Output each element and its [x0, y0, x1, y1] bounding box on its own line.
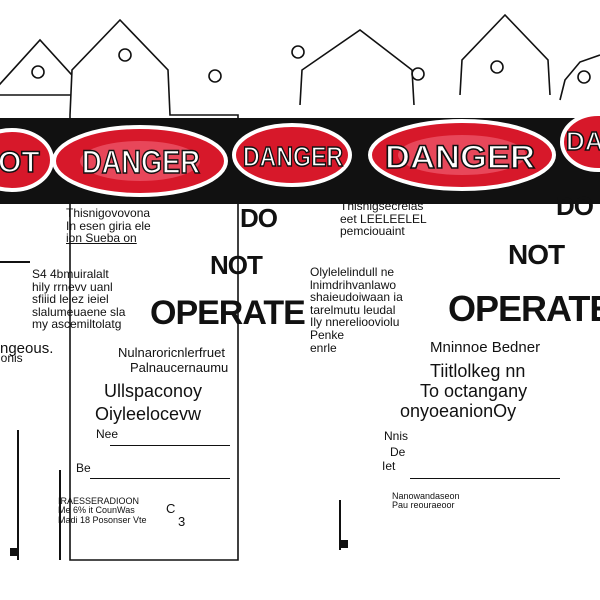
- tag1-sub1: Nulnaroricnlerfruet: [118, 345, 225, 360]
- danger-oval-left: [0, 128, 54, 192]
- text-line: tarelmutu leudal: [310, 302, 396, 317]
- tag-outline-3: [459, 13, 551, 96]
- text-line: my ascemiltolatg: [32, 317, 122, 332]
- danger-oval-right: [560, 112, 600, 172]
- tag2-sub1: Mninnoe Bedner: [430, 339, 541, 356]
- copyright-icon: C: [166, 501, 176, 516]
- tag-header-right: DAT: [566, 126, 600, 156]
- tag-outline-right: [559, 54, 600, 101]
- text-line: enrle: [310, 340, 337, 355]
- tag2-headline-operate: OPERATE: [448, 288, 600, 329]
- text-line: Nanowandaseon: [392, 491, 460, 501]
- tag1-footer: IRAESSERADIOON Me 6% it CounWas Madi 18 …: [58, 496, 147, 525]
- tag2-headline-do: DO: [556, 191, 594, 221]
- hang-hole-icon: [208, 69, 222, 83]
- tag1-field1-line: [110, 445, 230, 446]
- tag-header-3: DANGER: [385, 139, 535, 175]
- text-line: Penke: [310, 327, 345, 342]
- tag1-field2-label: Be: [76, 461, 91, 475]
- text-line: Olylelelindull ne: [310, 265, 395, 279]
- tag2-field1-label: Nnis: [384, 429, 409, 443]
- danger-oval-2: [232, 123, 352, 187]
- tag1-sub4: Oiyleelocevw: [95, 404, 202, 424]
- text-line: pemciouaint: [340, 224, 405, 239]
- text-line: S4 4bmuiralalt: [32, 267, 109, 281]
- tag2-field-line: [410, 478, 560, 479]
- tag1-headline-not: NOT: [210, 250, 263, 280]
- text-line: Madi 18 Posonser Vte: [58, 514, 147, 525]
- tag-header-1: DANGER: [82, 144, 200, 180]
- hang-hole-icon: [291, 45, 305, 59]
- danger-oval-highlight: [398, 135, 526, 175]
- tag2-sub4: onyoeanionOy: [400, 401, 517, 421]
- text-line: slalumeuaene sla: [32, 304, 126, 319]
- tag2-sub2: Tiitlolkeg nn: [430, 361, 526, 381]
- text-line: In esen giria ele: [66, 218, 151, 233]
- text-line: Thisnigovovona: [66, 206, 151, 220]
- tag1-headline-operate: OPERATE: [150, 294, 306, 332]
- tag-outline-left: [0, 38, 92, 96]
- text-line: Thisnigsecrelas: [340, 199, 424, 213]
- tag-left-line: ngeous.: [0, 340, 54, 357]
- hang-hole-icon: [577, 70, 591, 84]
- tag1-paragraph1: Thisnigovovona In esen giria ele ion Sue…: [66, 207, 151, 245]
- text-line: IRAESSERADIOON: [58, 496, 140, 506]
- tag1-headline-do: DO: [240, 203, 278, 233]
- text-line: lnimdrihvanlawo: [310, 277, 397, 292]
- tag2-field2-label: De: [390, 445, 406, 459]
- tag1-field2-line: [90, 478, 230, 479]
- hang-hole-icon: [118, 48, 132, 62]
- text-line: Ily nnereliooviolu: [310, 315, 400, 330]
- tag1-sub3: Ullspaconoy: [104, 381, 203, 401]
- tag-header-2: DANGER: [243, 141, 343, 172]
- tag-corner-mark: [340, 540, 348, 548]
- hang-hole-icon: [31, 65, 45, 79]
- hang-hole-icon: [411, 67, 425, 81]
- tag1-paragraph2: S4 4bmuiralalt hily rrnevv uanl sfiiid l…: [32, 268, 125, 331]
- tag2-footer: Nanowandaseon Pau reouraeoor: [392, 491, 460, 511]
- text-line: shaieudoiwaan ia: [310, 290, 403, 305]
- text-line: ion Sueba on: [66, 231, 137, 246]
- tag2-paragraph1: Thisnigsecrelas eet LEELEELEL pemciouain…: [340, 200, 427, 238]
- tag-header-left: OT: [0, 146, 40, 179]
- tag-corner-mark: [10, 548, 18, 556]
- text-line: Pau reouraeoor: [392, 500, 455, 511]
- tag2-field3-label: Iet: [382, 459, 396, 473]
- text-line: sfiiid leiez ieiel: [32, 292, 109, 307]
- tag1-field1-label: Nee: [96, 427, 119, 441]
- tag2-headline-not: NOT: [508, 239, 565, 270]
- tag1-sub2: Palnaucernaumu: [130, 360, 229, 375]
- tag2-sub3: To octangany: [420, 381, 528, 401]
- text-line: eet LEELEELEL: [340, 211, 427, 226]
- text-line: Me 6% it CounWas: [58, 505, 135, 516]
- text-line: hily rrnevv uanl: [32, 279, 113, 294]
- tag1-lower-line: ionis: [0, 351, 23, 365]
- tag1-footer-number: 3: [178, 514, 186, 529]
- danger-oval-highlight: [80, 141, 200, 181]
- hang-hole-icon: [490, 60, 504, 74]
- tag-outline-2: [299, 29, 415, 106]
- tag2-paragraph2: Olylelelindull ne lnimdrihvanlawo shaieu…: [310, 266, 403, 354]
